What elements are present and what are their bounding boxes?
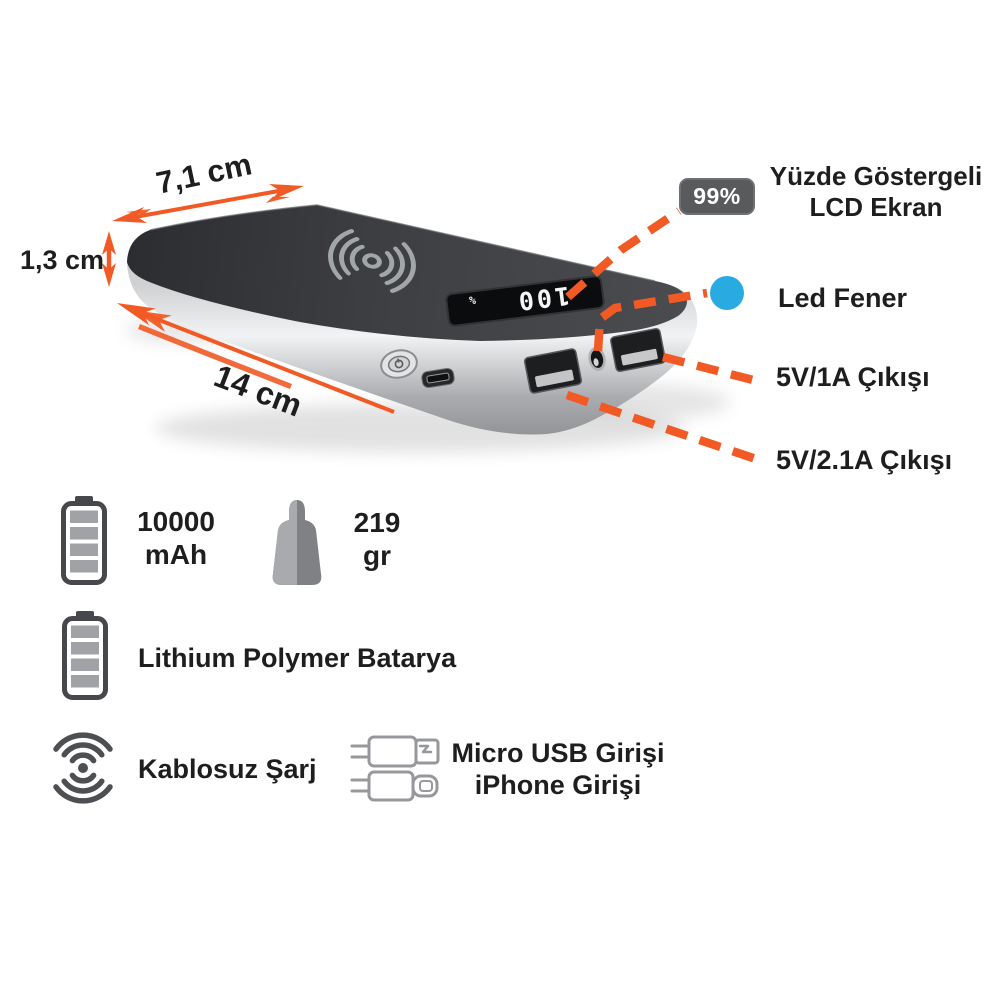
feature-battery-type-label: Lithium Polymer Batarya	[138, 643, 457, 673]
feature-weight: 219 gr	[354, 506, 401, 572]
callout-line-output1	[661, 352, 759, 386]
thickness-arrow	[102, 231, 116, 287]
battery-icon	[65, 611, 106, 698]
usb-port-2_1A	[523, 348, 583, 394]
led-indicator-dot	[710, 276, 744, 310]
callout-line-lcd	[565, 207, 682, 301]
battery-icon	[64, 496, 105, 583]
wireless-charging-symbol-icon	[328, 229, 416, 293]
callout-label-lcd-line2: LCD Ekran	[809, 192, 943, 222]
feature-inputs-line2: iPhone Girişi	[474, 770, 642, 800]
callout-label-lcd: Yüzde Göstergeli LCD Ekran	[770, 161, 982, 223]
battery-percent-value: 99%	[693, 183, 741, 209]
feature-inputs: Micro USB Girişi iPhone Girişi	[451, 737, 664, 801]
length-arrow	[117, 303, 395, 414]
feature-weight-unit: gr	[363, 540, 391, 571]
callout-label-output2: 5V/2.1A Çıkışı	[776, 445, 953, 475]
wireless-waves-icon	[53, 732, 113, 804]
micro-usb-port	[421, 367, 455, 389]
power-button	[380, 349, 418, 379]
feature-capacity-value: 10000	[137, 506, 215, 537]
lcd-display: 100 %	[445, 275, 605, 327]
feature-weight-value: 219	[353, 507, 401, 538]
dimension-arrows	[102, 184, 395, 414]
powerbank-illustration: 100 %	[127, 204, 698, 435]
width-arrow	[112, 184, 304, 223]
feature-inputs-line1: Micro USB Girişi	[451, 738, 665, 768]
feature-capacity-unit: mAh	[144, 539, 208, 570]
feature-capacity: 10000 mAh	[137, 505, 215, 571]
lcd-unit: %	[468, 293, 477, 307]
weight-icon	[272, 500, 322, 585]
callout-label-output1: 5V/1A Çıkışı	[776, 362, 930, 392]
led-flashlight	[588, 347, 606, 371]
callout-label-lcd-line1: Yüzde Göstergeli	[769, 161, 983, 191]
usb-port-1A	[610, 327, 666, 373]
lcd-value: 100	[514, 281, 571, 316]
callout-label-led: Led Fener	[778, 283, 908, 313]
callout-lines	[565, 207, 759, 464]
feature-icons	[53, 496, 440, 804]
callout-line-led	[593, 288, 708, 352]
battery-percent-badge: 99%	[679, 178, 755, 215]
usb-cables-icon	[350, 735, 440, 802]
feature-wireless-label: Kablosuz Şarj	[138, 754, 317, 784]
dimension-label-thickness: 1,3 cm	[20, 245, 105, 275]
power-icon	[394, 358, 404, 369]
